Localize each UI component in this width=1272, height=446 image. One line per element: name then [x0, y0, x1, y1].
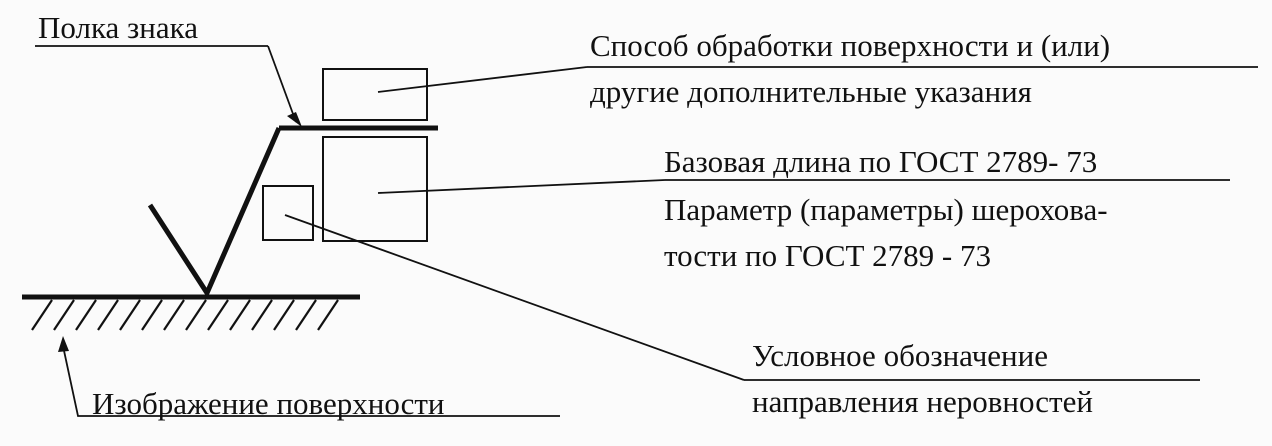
surface-label: Изображение поверхности: [92, 386, 445, 421]
processing-leader: [377, 66, 588, 93]
base-length-leader: [377, 179, 666, 194]
leader-lines: [35, 45, 1258, 417]
processing-box: [322, 68, 428, 121]
sign-check-mark: [147, 127, 282, 299]
direction-leader: [284, 214, 745, 381]
surface-leader-arrow: [58, 336, 69, 352]
roughness-sign: [147, 125, 438, 299]
shelf-label: Полка знака: [38, 10, 198, 45]
processing-label-line2: другие дополнительные указания: [590, 74, 1032, 109]
roughness-label-line1: Параметр (параметры) шерохова-: [664, 192, 1108, 227]
shelf-leader-arrow: [287, 112, 302, 127]
base-length-label: Базовая длина по ГОСТ 2789- 73: [664, 144, 1098, 179]
info-boxes: [262, 68, 428, 242]
surface-hatching: [31, 299, 339, 331]
direction-label-line2: направления неровностей: [752, 384, 1093, 419]
direction-label-line1: Условное обозначение: [752, 338, 1048, 373]
roughness-label-line2: тости по ГОСТ 2789 - 73: [664, 238, 991, 273]
parameters-box: [322, 136, 428, 242]
surface-leader: [62, 345, 560, 417]
direction-box: [262, 185, 314, 241]
processing-label-line1: Способ обработки поверхности и (или): [590, 28, 1111, 63]
